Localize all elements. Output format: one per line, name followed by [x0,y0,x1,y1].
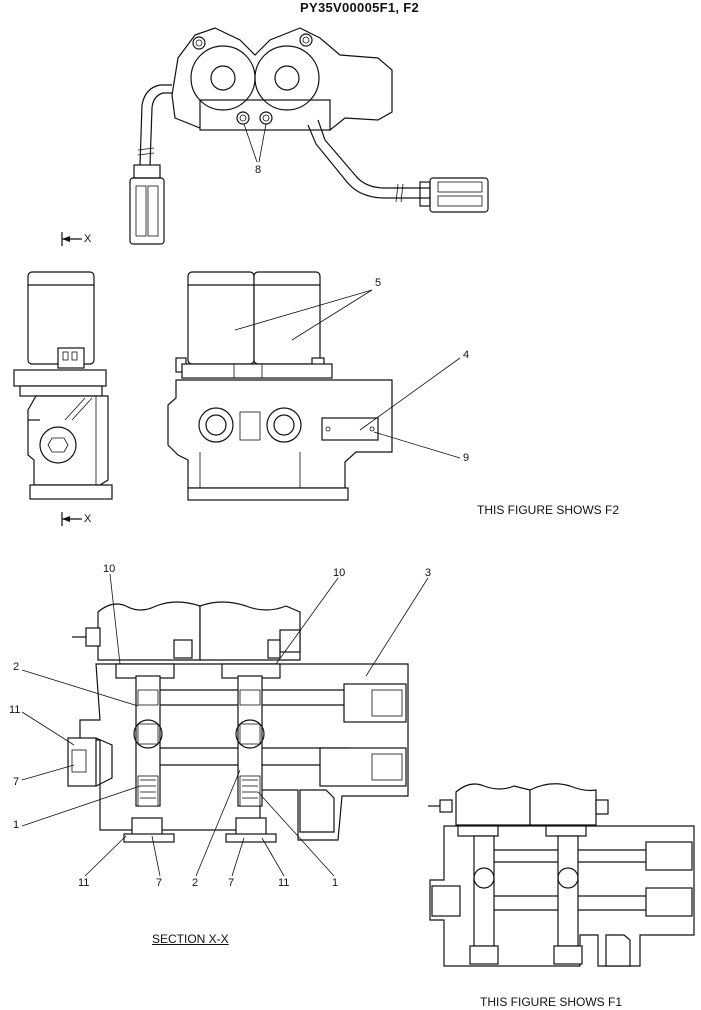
callout-2-bottom: 2 [192,877,199,889]
callout-2-left: 2 [13,661,20,673]
drawing-id: PY35V00005F1, F2 [300,0,419,15]
view-marker-top: X [84,233,92,245]
callout-1-bottom: 1 [332,877,339,889]
side-view [13,271,113,526]
callout-9: 9 [463,452,470,464]
section-title: SECTION X-X [152,932,229,946]
caption-f2: THIS FIGURE SHOWS F2 [477,503,620,517]
callout-11-bottom-a: 11 [78,877,90,889]
callout-11-left: 11 [9,704,21,716]
callout-3: 3 [425,567,432,579]
callout-10b: 10 [333,567,346,579]
callout-11-bottom-b: 11 [278,877,290,889]
callout-7-bottom-a: 7 [156,877,163,889]
callout-5: 5 [375,277,382,289]
callout-8: 8 [255,164,262,176]
f1-view [428,783,695,967]
callout-7-left: 7 [13,776,20,788]
top-view [61,27,489,246]
callout-10a: 10 [103,563,116,575]
view-marker-bottom: X [84,513,92,525]
front-view [167,271,461,501]
callout-4: 4 [463,349,470,361]
callout-7-bottom-b: 7 [228,877,235,889]
callout-1-left: 1 [13,819,20,831]
section-view [21,573,429,877]
caption-f1: THIS FIGURE SHOWS F1 [480,995,623,1009]
